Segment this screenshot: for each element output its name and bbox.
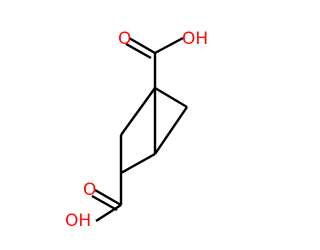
ring-bond-c2-c3 bbox=[120, 152, 156, 175]
hydroxyl-label-bottom: OH bbox=[65, 211, 91, 231]
ring-bond-c1-c6 bbox=[154, 86, 188, 109]
bond-carboxyl-top-c-o-double bbox=[125, 42, 152, 60]
bond-carboxyl-bottom-c-o bbox=[94, 188, 122, 207]
hydroxyl-label-top: OH bbox=[182, 29, 208, 49]
bond-carboxyl-top-c-o bbox=[128, 36, 156, 55]
bond-carboxyl-top-c-oh bbox=[154, 36, 184, 55]
oxygen-label-top-double: O bbox=[118, 29, 131, 49]
ring-bond-c4-c5 bbox=[120, 87, 156, 136]
molecule-drawing: O OH O OH bbox=[65, 29, 208, 231]
bond-carboxyl-bottom-c-o-double bbox=[91, 194, 118, 212]
oxygen-label-bottom-double: O bbox=[83, 180, 96, 200]
bond-carboxyl-bottom-c-oh bbox=[95, 203, 122, 223]
structure-canvas: O OH O OH bbox=[65, 29, 209, 231]
ring-bond-c6-c2 bbox=[154, 106, 188, 155]
